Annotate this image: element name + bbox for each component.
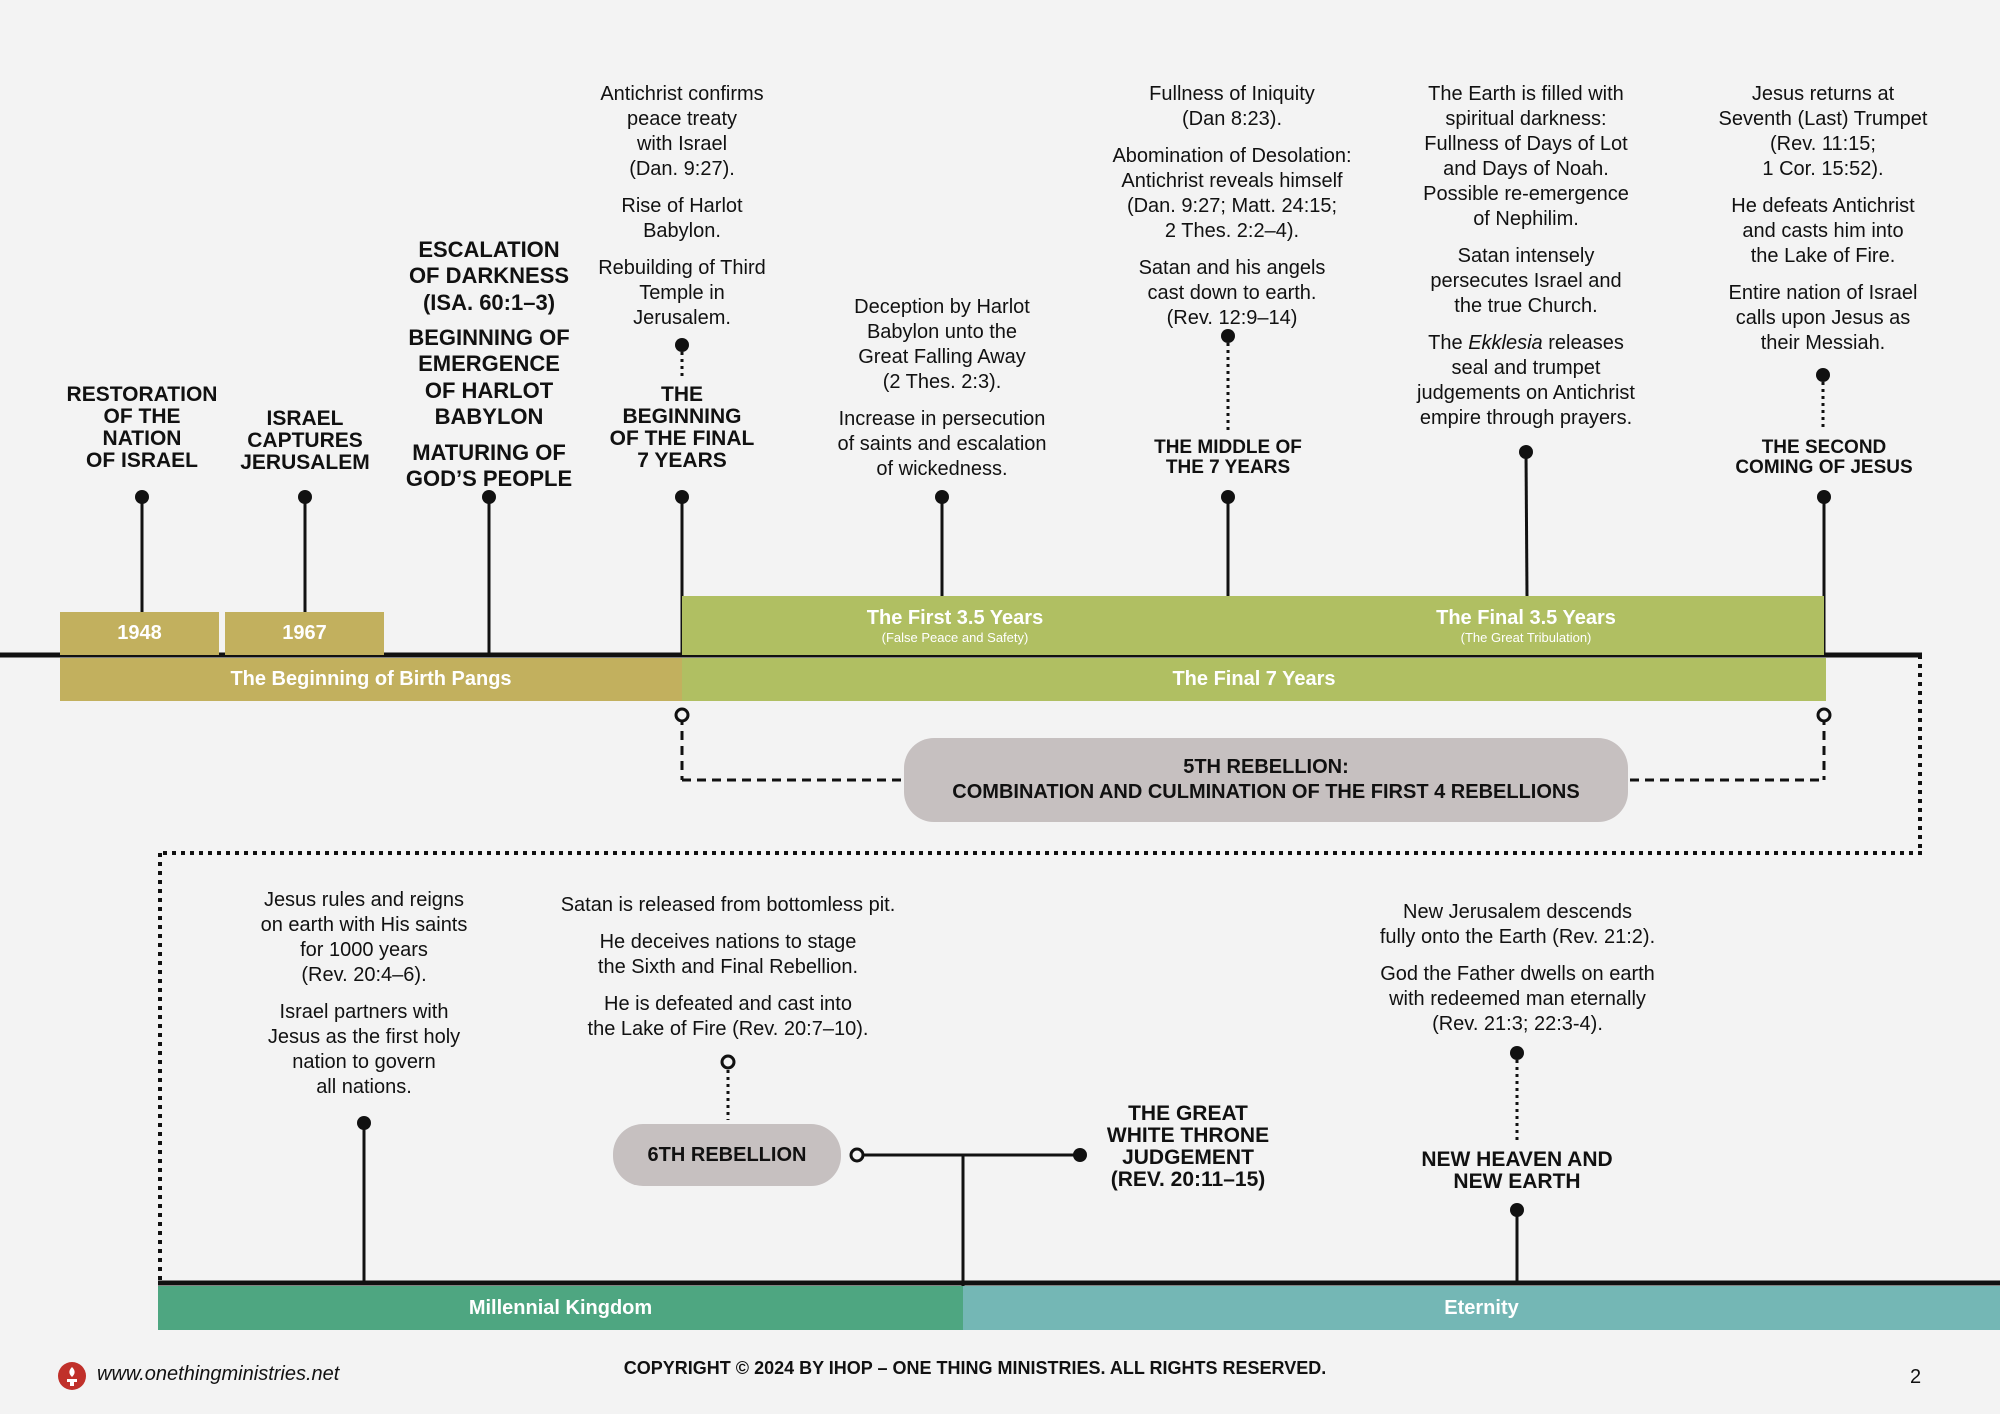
band-1948: 1948 — [60, 612, 219, 655]
note-line: Satan and his angels cast down to earth.… — [1138, 257, 1326, 329]
note-deception: Deception by Harlot Babylon unto the Gre… — [812, 295, 1072, 494]
ekklesia-pre: The — [1428, 332, 1469, 354]
final-half-subtitle: (The Great Tribulation) — [1460, 629, 1592, 645]
note-new-jerusalem: New Jerusalem descends fully onto the Ea… — [1340, 900, 1695, 1049]
note-jesus-returns: Jesus returns at Seventh (Last) Trumpet … — [1692, 82, 1954, 368]
event-great-white-throne: THE GREAT WHITE THRONE JUDGEMENT (REV. 2… — [1106, 1102, 1270, 1192]
band-millennial-kingdom: Millennial Kingdom — [158, 1286, 963, 1330]
note-fullness-iniquity: Fullness of Iniquity (Dan 8:23). Abomina… — [1082, 82, 1382, 343]
ministry-logo — [58, 1362, 86, 1390]
note-line: Satan is released from bottomless pit. — [560, 894, 896, 916]
ekklesia-post: releases seal and trumpet judgements on … — [1417, 332, 1635, 429]
note-spiritual-darkness: The Earth is filled with spiritual darkn… — [1386, 82, 1666, 443]
band-final-seven: The Final 7 Years — [682, 658, 1826, 701]
fifth-rebellion-pill: 5TH REBELLION: COMBINATION AND CULMINATI… — [904, 738, 1628, 822]
event-restoration-israel: RESTORATION OF THE NATION OF ISRAEL — [66, 383, 218, 473]
note-line: Israel partners with Jesus as the first … — [267, 1001, 461, 1098]
note-line: Abomination of Desolation: Antichrist re… — [1112, 145, 1352, 242]
band-first-half: The First 3.5 Years (False Peace and Saf… — [682, 596, 1228, 655]
note-line: Antichrist confirms peace treaty with Is… — [600, 83, 764, 180]
sixth-rebellion-pill: 6TH REBELLION — [613, 1124, 841, 1186]
note-line: The Earth is filled with spiritual darkn… — [1423, 83, 1629, 230]
flame-icon — [67, 1367, 77, 1386]
band-1967: 1967 — [225, 612, 384, 655]
event-escalation-darkness: ESCALATION OF DARKNESS (ISA. 60:1–3) — [408, 237, 570, 315]
note-line: Increase in persecution of saints and es… — [837, 408, 1047, 480]
note-line: Satan intensely persecutes Israel and th… — [1430, 245, 1622, 317]
event-middle-seven: THE MIDDLE OF THE 7 YEARS — [1154, 437, 1302, 478]
note-line: God the Father dwells on earth with rede… — [1380, 963, 1655, 1035]
note-antichrist-peace: Antichrist confirms peace treaty with Is… — [572, 82, 792, 343]
first-half-title: The First 3.5 Years — [866, 606, 1044, 629]
page-number: 2 — [1910, 1366, 1922, 1388]
copyright-notice: COPYRIGHT © 2024 BY IHOP – ONE THING MIN… — [623, 1358, 1327, 1378]
note-line: Deception by Harlot Babylon unto the Gre… — [854, 296, 1030, 393]
note-line: Rebuilding of Third Temple in Jerusalem. — [598, 257, 766, 329]
event-new-heaven-earth: NEW HEAVEN AND NEW EARTH — [1421, 1148, 1613, 1194]
event-harlot-babylon: BEGINNING OF EMERGENCE OF HARLOT BABYLON — [408, 325, 570, 430]
band-eternity: Eternity — [963, 1286, 2000, 1330]
band-birth-pangs: The Beginning of Birth Pangs — [60, 658, 682, 701]
event-israel-captures-jerusalem: ISRAEL CAPTURES JERUSALEM — [240, 407, 370, 475]
note-line: Jesus rules and reigns on earth with His… — [260, 889, 468, 986]
note-line: He defeats Antichrist and casts him into… — [1731, 195, 1915, 267]
website-link[interactable]: www.onethingministries.net — [97, 1363, 340, 1385]
note-line: Jesus returns at Seventh (Last) Trumpet … — [1718, 83, 1928, 180]
event-maturing-gods-people: MATURING OF GOD’S PEOPLE — [405, 440, 573, 492]
note-millennial-reign: Jesus rules and reigns on earth with His… — [234, 888, 494, 1112]
note-line: Fullness of Iniquity (Dan 8:23). — [1149, 83, 1315, 130]
note-line: New Jerusalem descends fully onto the Ea… — [1379, 901, 1656, 948]
note-line: He deceives nations to stage the Sixth a… — [597, 931, 859, 978]
note-ekklesia: The Ekklesia releases seal and trumpet j… — [1386, 331, 1666, 431]
note-line: Rise of Harlot Babylon. — [621, 195, 743, 242]
note-satan-released: Satan is released from bottomless pit. H… — [528, 893, 928, 1054]
event-beginning-final-seven: THE BEGINNING OF THE FINAL 7 YEARS — [609, 383, 755, 473]
final-half-title: The Final 3.5 Years — [1436, 606, 1616, 629]
ekklesia-word: Ekklesia — [1468, 332, 1543, 354]
note-line: Entire nation of Israel calls upon Jesus… — [1728, 282, 1918, 354]
note-line: He is defeated and cast into the Lake of… — [587, 993, 869, 1040]
first-half-subtitle: (False Peace and Safety) — [881, 629, 1029, 645]
band-final-half: The Final 3.5 Years (The Great Tribulati… — [1228, 596, 1824, 655]
event-second-coming: THE SECOND COMING OF JESUS — [1735, 437, 1913, 478]
